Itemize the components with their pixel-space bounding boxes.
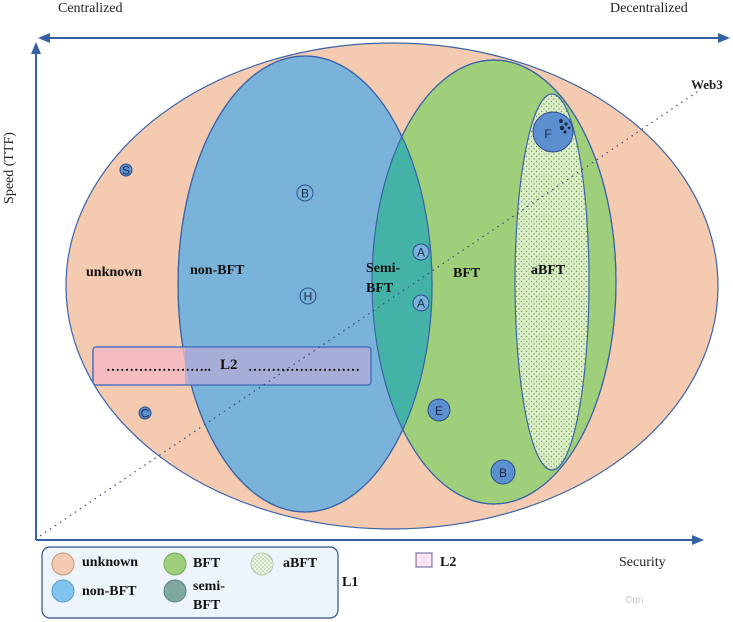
abft-region [514,93,590,471]
node-e: E [427,398,451,422]
security-axis-label: Security [619,555,666,570]
bft-label: BFT [453,266,481,281]
speed-axis-label: Speed (TTF) [2,132,17,204]
node-b-nonbft: B [296,184,314,202]
node-s: S [119,163,133,178]
svg-text:H: H [304,290,313,304]
svg-text:BFT: BFT [193,556,221,571]
legend-l1-label: L1 [342,575,358,590]
l2-band-overlap [185,347,371,385]
node-c: C [138,406,152,421]
node-a-lower: A [412,294,430,312]
svg-text:semi-: semi- [193,579,225,594]
legend-bft: BFT [163,552,221,576]
semi-bft-label-line1: Semi- [366,261,401,276]
centralized-label: Centralized [58,1,123,16]
decentralized-label: Decentralized [610,1,688,16]
svg-text:A: A [417,297,425,311]
watermark: ©qn [625,595,644,606]
svg-text:unknown: unknown [82,555,138,570]
semi-bft-label-line2: BFT [366,281,394,296]
unknown-label: unknown [86,265,142,280]
bft-outline [371,59,617,505]
l2-dots-right: …………………… [248,360,360,375]
svg-text:L2: L2 [440,555,456,570]
non-bft-outline [177,55,433,513]
svg-text:A: A [417,246,425,260]
legend-semi-bft: semi- BFT [163,579,225,613]
node-b-bft: B [490,459,516,485]
svg-text:non-BFT: non-BFT [82,584,137,599]
legend-unknown: unknown [51,552,138,576]
node-h: H [299,287,317,305]
l2-label: L2 [220,357,238,373]
legend-l2: L2 [415,552,456,570]
svg-text:B: B [301,187,309,201]
svg-text:BFT: BFT [193,598,221,613]
non-bft-label: non-BFT [190,263,245,278]
l2-band-outline [92,346,372,386]
svg-text:B: B [499,466,507,480]
svg-text:E: E [435,404,443,418]
web3-label: Web3 [691,77,723,92]
legend-abft: aBFT [250,552,318,576]
svg-text:F: F [544,127,551,141]
node-a-upper: A [412,243,430,261]
l2-dots-left: ………………….. [106,360,211,375]
svg-text:C: C [141,407,150,421]
svg-text:aBFT: aBFT [283,556,318,571]
node-f: F [532,111,574,153]
svg-text:S: S [122,164,130,178]
legend-non-bft: non-BFT [51,579,137,603]
abft-label: aBFT [531,263,566,278]
web3-diagonal [39,89,701,537]
